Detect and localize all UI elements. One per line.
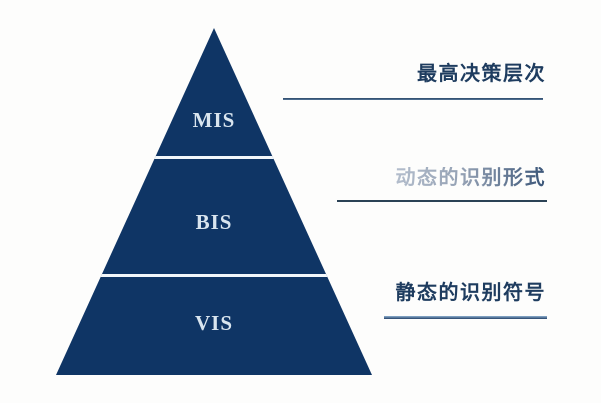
pyramid-level-vis-label: VIS <box>194 311 234 335</box>
annotation-vis-underline <box>384 316 547 319</box>
annotation-bis-underline <box>337 200 547 202</box>
annotation-bis-label: 动态的识别形式 <box>395 167 546 189</box>
annotation-mis-underline <box>283 98 543 100</box>
pyramid-divider-top <box>56 156 372 159</box>
pyramid: MIS BIS VIS <box>56 28 372 375</box>
annotation-vis-label: 静态的识别符号 <box>395 282 546 304</box>
annotation-mis-label: 最高决策层次 <box>417 63 546 85</box>
pyramid-level-bis-label: BIS <box>195 210 233 234</box>
pyramid-level-mis-label: MIS <box>192 108 236 132</box>
pyramid-divider-bottom <box>56 274 372 277</box>
